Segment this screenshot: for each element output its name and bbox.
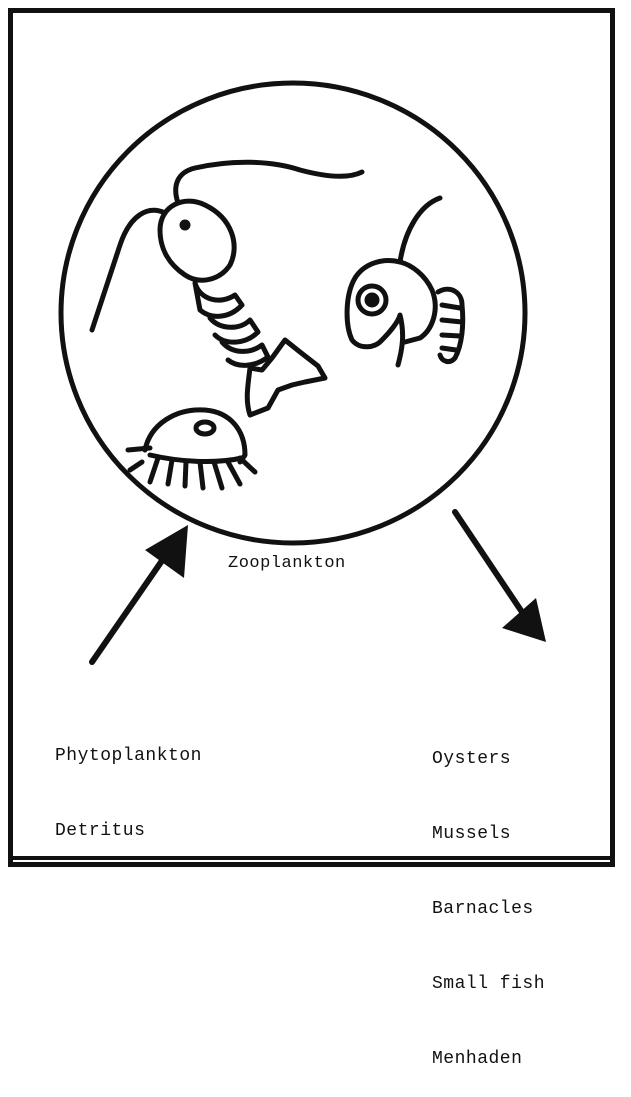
rotifer-icon — [128, 410, 255, 488]
copepod-icon — [92, 162, 362, 415]
zooplankton-circle — [61, 83, 525, 543]
consumer-item: Menhaden — [432, 1047, 545, 1072]
consumer-item: Oysters — [432, 747, 545, 772]
arrow-in — [92, 525, 188, 662]
crab-larva-icon — [347, 198, 463, 365]
food-source-list: Phytoplankton Detritus — [55, 694, 202, 869]
zooplankton-label: Zooplankton — [228, 551, 346, 576]
food-source-item: Detritus — [55, 819, 202, 844]
food-source-item: Phytoplankton — [55, 744, 202, 769]
consumer-item: Mussels — [432, 822, 545, 847]
consumer-list: Oysters Mussels Barnacles Small fish Men… — [432, 697, 545, 1097]
consumer-item: Small fish — [432, 972, 545, 997]
arrow-out — [455, 512, 546, 642]
consumer-item: Barnacles — [432, 897, 545, 922]
